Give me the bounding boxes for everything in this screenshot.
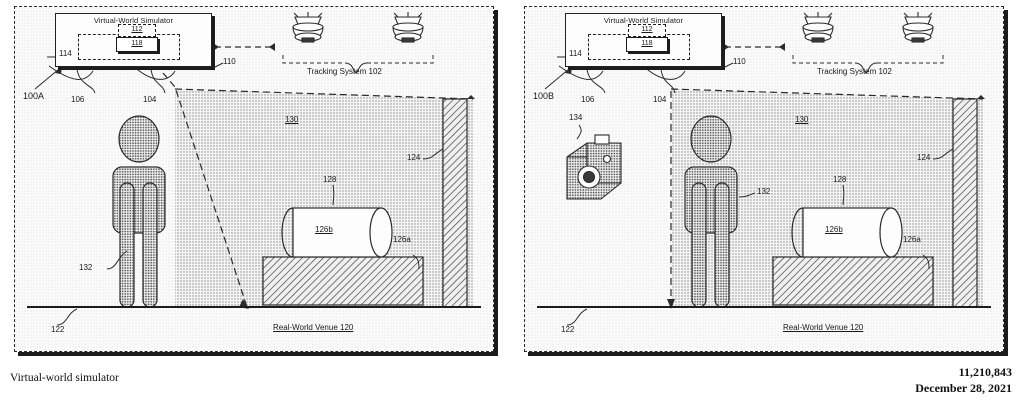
simulator-title: Virtual-World Simulator: [603, 16, 684, 25]
label-104-b: 104: [653, 95, 667, 104]
label-124-b: 124: [917, 153, 931, 162]
label-110-b: 110: [733, 57, 746, 66]
label-104-a: 104: [143, 95, 157, 104]
simulator-chip-lower: 118: [626, 37, 668, 52]
label-126a-b: 126a: [903, 235, 921, 244]
label-126b-a: 126b: [315, 225, 333, 234]
label-130-a: 130: [285, 115, 299, 124]
virtual-world-simulator-box-a: Virtual-World Simulator 112 118: [55, 13, 212, 67]
label-128-b: 128: [833, 175, 847, 184]
label-128-a: 128: [323, 175, 337, 184]
label-132-b: 132: [757, 187, 771, 196]
label-124-a: 124: [407, 153, 421, 162]
simulator-title: Virtual-World Simulator: [93, 16, 174, 25]
system-label-b: 100B: [533, 91, 555, 101]
label-122-b: 122: [561, 325, 575, 334]
label-126b-b: 126b: [825, 225, 843, 234]
label-110-a: 110: [223, 57, 236, 66]
label-106-b: 106: [581, 95, 595, 104]
label-132-a: 132: [79, 263, 93, 272]
figure-panel-b: Virtual-World Simulator 112 118 100B 114…: [524, 6, 1004, 352]
label-106-a: 106: [71, 95, 85, 104]
virtual-world-simulator-box-b: Virtual-World Simulator 112 118: [565, 13, 722, 67]
label-114-a: 114: [59, 49, 72, 58]
label-122-a: 122: [51, 325, 65, 334]
patent-date: December 28, 2021: [915, 381, 1012, 395]
figure-caption: Virtual-world simulator: [10, 372, 119, 384]
label-126a-a: 126a: [393, 235, 411, 244]
tracking-system-label-b: Tracking System 102: [817, 67, 892, 76]
label-114-b: 114: [569, 49, 582, 58]
patent-number: 11,210,843: [958, 365, 1012, 379]
tracking-system-label-a: Tracking System 102: [307, 67, 382, 76]
figure-a-drawing: [15, 7, 493, 351]
figure-panel-a: Virtual-World Simulator 112 118 100A 114…: [14, 6, 494, 352]
real-world-venue-label-b: Real-World Venue 120: [783, 323, 864, 332]
system-label-a: 100A: [23, 91, 45, 101]
simulator-chip-lower: 118: [116, 37, 158, 52]
label-134-camera: 134: [569, 113, 583, 122]
real-world-venue-label-a: Real-World Venue 120: [273, 323, 354, 332]
label-130-b: 130: [795, 115, 809, 124]
simulator-chip-upper: 112: [118, 24, 156, 37]
patent-meta: 11,210,843 December 28, 2021: [915, 364, 1012, 396]
simulator-chip-upper: 112: [628, 24, 666, 37]
